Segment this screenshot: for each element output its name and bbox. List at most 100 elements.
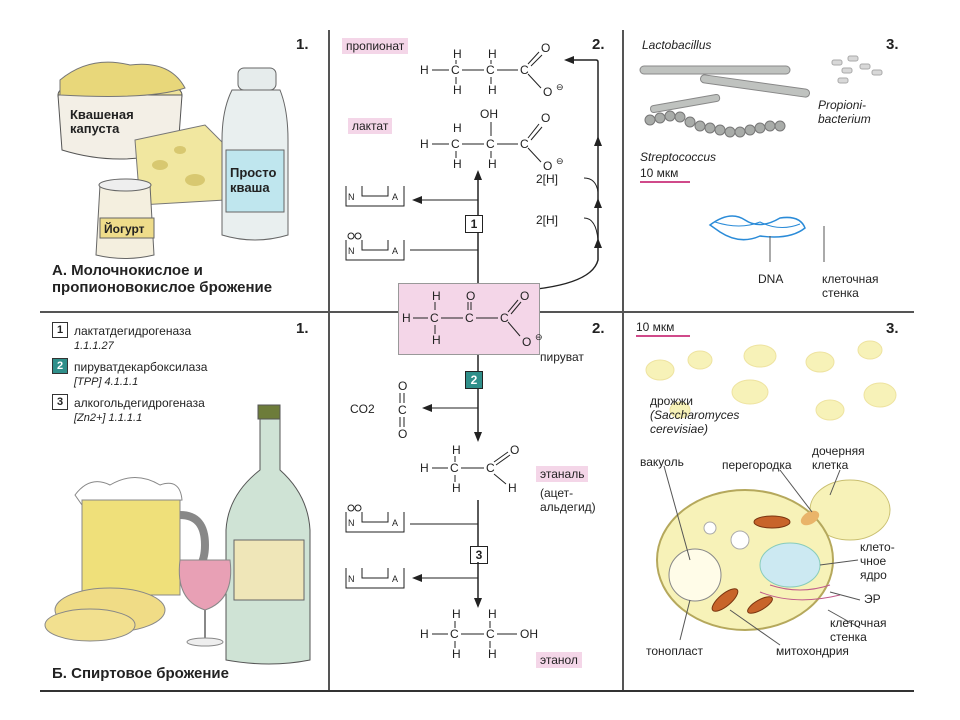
svg-text:A: A — [392, 574, 398, 584]
ethanol-label: этанол — [536, 652, 582, 668]
svg-text:H: H — [452, 647, 461, 661]
yeast-latin-label: (Saccharomyces cerevisiae) — [650, 408, 740, 436]
svg-text:O: O — [541, 111, 550, 125]
panel-a-number-2: 2. — [592, 36, 605, 53]
svg-text:H: H — [432, 333, 441, 347]
svg-text:N: N — [348, 518, 355, 528]
two-h-label-1: 2[H] — [536, 172, 559, 186]
svg-text:C: C — [486, 627, 495, 641]
svg-text:H: H — [452, 481, 461, 495]
svg-text:O: O — [466, 289, 475, 303]
cell-wall-label-2: клеточная стенка — [830, 616, 887, 644]
svg-text:H: H — [488, 647, 497, 661]
propionate-label: пропионат — [342, 38, 409, 54]
svg-text:H: H — [453, 47, 462, 61]
vacuole-label: вакуоль — [640, 455, 684, 469]
divider-v2 — [622, 30, 624, 690]
svg-text:C: C — [520, 63, 529, 77]
svg-text:C: C — [465, 311, 474, 325]
enzyme-3-box: 3 — [470, 546, 488, 564]
panel-b-number-3: 3. — [886, 320, 899, 337]
septum-label: перегородка — [722, 458, 792, 472]
svg-text:⊖: ⊖ — [535, 332, 543, 342]
legend-ec-3: [Zn2+] 1.1.1.1 — [74, 412, 143, 424]
legend-ec-1: 1.1.1.27 — [74, 340, 114, 352]
nucleus-label: клето-чное ядро — [860, 540, 895, 582]
legend-ec-2: [TPP] 4.1.1.1 — [74, 376, 139, 388]
svg-text:H: H — [488, 83, 497, 97]
propionibacterium-label: Propioni-bacterium — [818, 98, 871, 126]
svg-text:H: H — [508, 481, 517, 495]
lactate-label: лактат — [348, 118, 393, 134]
svg-text:OH: OH — [520, 627, 538, 641]
svg-text:O: O — [398, 379, 407, 393]
svg-text:⊖: ⊖ — [556, 82, 564, 92]
svg-text:H: H — [420, 63, 429, 77]
svg-text:C: C — [486, 63, 495, 77]
svg-text:O: O — [543, 159, 552, 173]
svg-text:C: C — [486, 137, 495, 151]
svg-text:H: H — [488, 607, 497, 621]
svg-text:H: H — [452, 443, 461, 457]
svg-text:H: H — [420, 137, 429, 151]
svg-text:O: O — [398, 427, 407, 441]
svg-text:O: O — [543, 85, 552, 99]
svg-text:C: C — [451, 63, 460, 77]
ethanal-label: этаналь — [536, 466, 589, 482]
acetaldehyde-label: (ацет-альдегид) — [540, 486, 596, 514]
legend-name-2: пируватдекарбоксилаза — [74, 360, 208, 374]
svg-text:H: H — [453, 121, 462, 135]
scale-bar-label-2: 10 мкм — [636, 320, 675, 334]
tonoplast-label: тонопласт — [646, 644, 704, 658]
svg-text:N: N — [348, 574, 355, 584]
scale-bar-label-1: 10 мкм — [640, 166, 679, 180]
svg-text:H: H — [452, 607, 461, 621]
enzyme-2-box: 2 — [465, 371, 483, 389]
svg-text:C: C — [450, 627, 459, 641]
pyruvate-box — [398, 283, 540, 355]
legend-name-3: алкогольдегидрогеназа — [74, 396, 205, 410]
svg-text:A: A — [392, 192, 398, 202]
two-h-label-2: 2[H] — [536, 213, 559, 227]
cell-wall-label: клеточная стенка — [822, 272, 879, 300]
svg-text:H: H — [453, 83, 462, 97]
svg-text:C: C — [520, 137, 529, 151]
svg-text:H: H — [402, 311, 411, 325]
panel-b-number-1: 1. — [296, 320, 309, 337]
panel-b-title: Б. Спиртовое брожение — [52, 665, 229, 682]
panel-b-number-2: 2. — [592, 320, 605, 337]
dna-label: DNA — [758, 272, 784, 286]
legend-name-1: лактатдегидрогеназа — [74, 324, 192, 338]
divider-v1 — [328, 30, 330, 690]
legend-box-1: 1 — [52, 322, 68, 338]
yeast-label: дрожжи — [650, 394, 693, 408]
svg-text:O: O — [520, 289, 529, 303]
svg-text:H: H — [420, 627, 429, 641]
er-label: ЭР — [864, 592, 881, 606]
panel-a-number-3: 3. — [886, 36, 899, 53]
yogurt-label: Йогурт — [104, 222, 145, 236]
svg-text:OH: OH — [480, 107, 498, 121]
panel-a-number-1: 1. — [296, 36, 309, 53]
svg-text:C: C — [398, 403, 407, 417]
svg-text:C: C — [450, 461, 459, 475]
lactobacillus-label: Lactobacillus — [642, 38, 712, 52]
svg-text:C: C — [430, 311, 439, 325]
mitochondria-label: митохондрия — [776, 644, 849, 658]
svg-text:H: H — [420, 461, 429, 475]
panel-a-title: А. Молочнокислое и пропионовокислое брож… — [52, 262, 273, 296]
co2-label: CO2 — [350, 402, 375, 416]
svg-text:H: H — [488, 47, 497, 61]
svg-text:H: H — [488, 157, 497, 171]
svg-text:O: O — [541, 41, 550, 55]
svg-text:C: C — [451, 137, 460, 151]
svg-text:O: O — [510, 443, 519, 457]
svg-text:A: A — [392, 518, 398, 528]
